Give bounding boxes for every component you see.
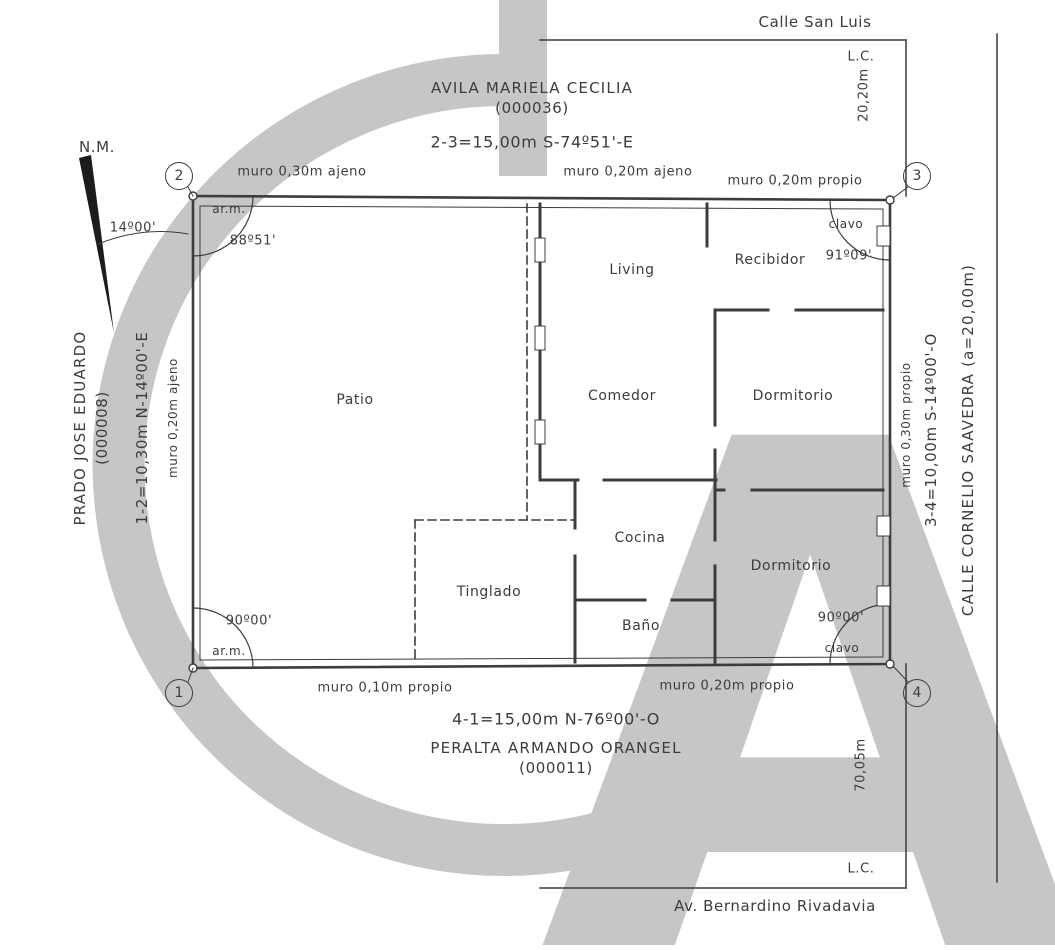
corner-1-number: 1: [165, 679, 193, 707]
bearing-side-23: 2-3=15,00m S-74º51'-E: [430, 132, 634, 152]
wall-note-bottom-right: muro 0,20m propio: [659, 678, 795, 694]
corner-1-mark: ar.m.: [212, 644, 246, 658]
bearing-side-12: 1-2=10,30m N-14º00'-E: [133, 331, 151, 525]
measure-right-bottom: 70,05m: [853, 738, 869, 792]
neighbor-west-parcel: (000008): [93, 391, 111, 465]
corner-3-angle: 91º09': [825, 248, 873, 264]
corner-2-angle: 88º51': [229, 233, 277, 249]
wall-note-east: muro 0,30m propio: [899, 362, 913, 488]
dashed-lines: [414, 203, 576, 663]
room-tinglado: Tinglado: [456, 584, 522, 600]
corner-4-number: 4: [903, 679, 931, 707]
room-living: Living: [609, 262, 655, 278]
wall-note-bottom-left: muro 0,10m propio: [317, 680, 453, 696]
neighbor-south-parcel: (000011): [519, 759, 593, 777]
measure-right-top: 20,20m: [856, 68, 872, 122]
corner-4-angle: 90º00': [817, 610, 865, 626]
wall-note-top-right: muro 0,20m propio: [727, 173, 863, 189]
corner-4-mark: clavo: [824, 641, 860, 655]
north-marker-label: N.M.: [78, 138, 116, 156]
wall-note-top-middle: muro 0,20m ajeno: [563, 164, 693, 180]
bearing-side-41: 4-1=15,00m N-76º00'-O: [452, 709, 660, 729]
room-comedor: Comedor: [588, 388, 656, 404]
room-recibidor: Recibidor: [734, 252, 806, 268]
neighbor-north-parcel: (000036): [495, 99, 569, 117]
neighbor-west-name: PRADO JOSE EDUARDO: [71, 330, 89, 526]
watermark-arc: [92, 53, 628, 876]
watermark-letter: A: [539, 296, 1055, 950]
north-declination: 14º00': [109, 220, 157, 236]
room-dormitorio-1: Dormitorio: [752, 388, 834, 404]
interior-walls: [538, 202, 885, 664]
room-bano: Baño: [621, 618, 661, 634]
neighbor-south-name: PERALTA ARMANDO ORANGEL: [430, 739, 682, 757]
room-patio: Patio: [336, 392, 374, 408]
corner-2-mark: ar.m.: [212, 202, 246, 216]
corner-2-number: 2: [165, 162, 193, 190]
corner-3-number: 3: [903, 162, 931, 190]
lc-bottom-label: L.C.: [847, 861, 875, 877]
lc-top-label: L.C.: [847, 49, 875, 65]
wall-note-top-left: muro 0,30m ajeno: [237, 164, 367, 180]
bearing-side-34: 3-4=10,00m S-14º00'-O: [922, 333, 940, 527]
wall-openings: [534, 225, 891, 607]
street-right-label: CALLE CORNELIO SAAVEDRA (a=20,00m): [959, 263, 977, 617]
corner-leaders: [187, 186, 909, 683]
corner-3-mark: clavo: [828, 217, 864, 231]
watermark-bar: [499, 0, 547, 176]
room-dormitorio-2: Dormitorio: [750, 558, 832, 574]
north-needle: [79, 155, 189, 333]
room-cocina: Cocina: [614, 530, 666, 546]
wall-note-west: muro 0,20m ajeno: [166, 358, 180, 478]
neighbor-north-name: AVILA MARIELA CECILIA: [430, 79, 634, 97]
corner-1-angle: 90º00': [225, 613, 273, 629]
street-bottom-label: Av. Bernardino Rivadavia: [674, 897, 876, 915]
street-top-label: Calle San Luis: [758, 13, 872, 31]
